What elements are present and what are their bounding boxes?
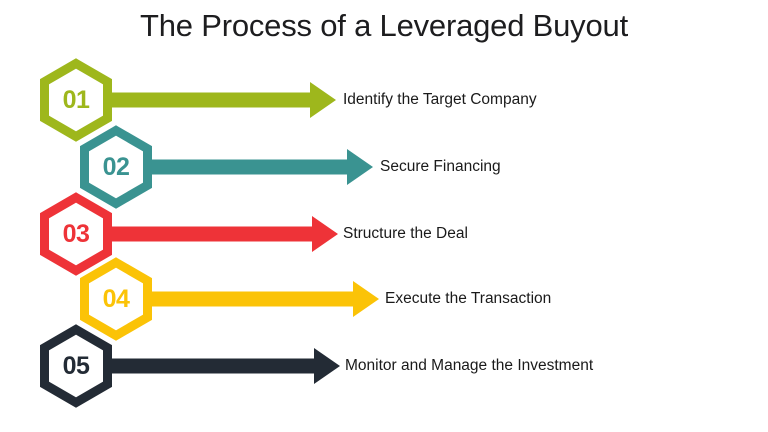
step-arrow (102, 216, 338, 252)
step-label: Structure the Deal (343, 225, 468, 242)
step-number: 03 (63, 220, 90, 248)
step-label: Execute the Transaction (385, 290, 552, 307)
step-hexagon (40, 192, 112, 276)
step-number: 05 (63, 352, 90, 380)
step-number: 04 (103, 285, 130, 313)
step-label: Monitor and Manage the Investment (345, 357, 594, 374)
step-arrow (142, 281, 379, 317)
step-hexagon (80, 257, 152, 341)
step-hexagon (40, 324, 112, 408)
step-label: Secure Financing (380, 158, 501, 175)
step-hexagon (80, 125, 152, 209)
step-arrow (102, 348, 340, 384)
step-label: Identify the Target Company (343, 91, 537, 108)
page-title: The Process of a Leveraged Buyout (140, 8, 628, 43)
step-number: 01 (63, 86, 90, 114)
step-arrow (142, 149, 373, 185)
step-arrow (102, 82, 336, 118)
step-number: 02 (103, 153, 130, 181)
step-hexagon (40, 58, 112, 142)
